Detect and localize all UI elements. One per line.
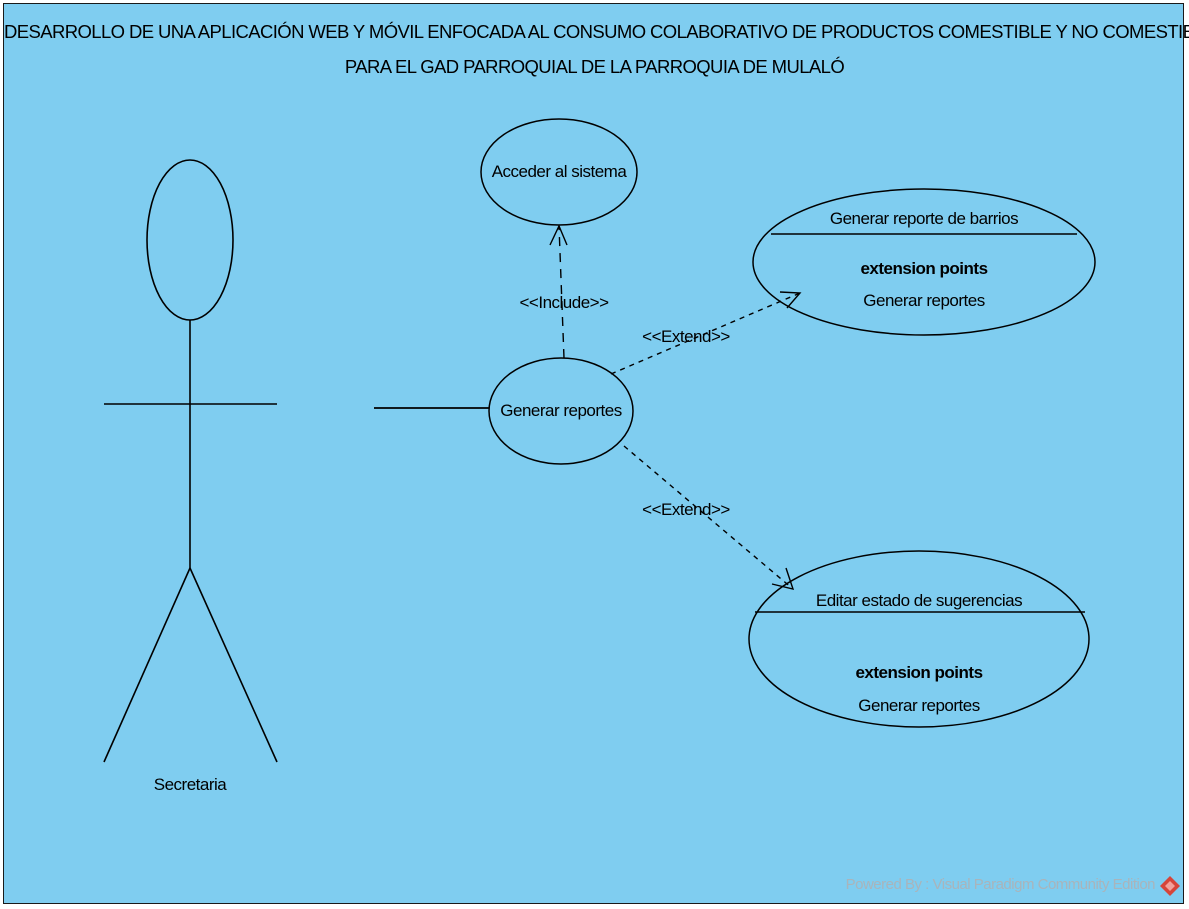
usecase-acceder-label: Acceder al sistema — [492, 162, 628, 181]
usecase-sugerencias-shape — [748, 550, 1090, 728]
include-relation[interactable] — [549, 224, 568, 359]
extend-relation-sugerencias[interactable] — [623, 445, 795, 590]
usecase-barrios-ext-point: Generar reportes — [863, 291, 984, 310]
actor-secretaria[interactable] — [103, 159, 278, 763]
powered-by-footer: Powered By : Visual Paradigm Community E… — [845, 876, 1156, 893]
usecase-editar-estado-sugerencias[interactable]: Editar estado de sugerencias extension p… — [748, 550, 1090, 728]
diagram-title-line-1: DESARROLLO DE UNA APLICACIÓN WEB Y MÓVIL… — [4, 21, 1189, 42]
include-label: <<Include>> — [519, 293, 609, 312]
usecase-generar-reportes[interactable]: Generar reportes — [488, 357, 634, 465]
actor-head — [146, 159, 234, 321]
diagram-canvas: DESARROLLO DE UNA APLICACIÓN WEB Y MÓVIL… — [3, 3, 1189, 904]
usecase-generar-reporte-barrios[interactable]: Generar reporte de barrios extension poi… — [752, 188, 1096, 336]
diagram-title-line-2: PARA EL GAD PARROQUIAL DE LA PARROQUIA D… — [344, 56, 845, 77]
usecase-barrios-label: Generar reporte de barrios — [830, 209, 1018, 228]
extend-sugerencias-arrowhead — [771, 567, 795, 590]
extend-barrios-arrowhead — [779, 291, 802, 309]
usecase-acceder-al-sistema[interactable]: Acceder al sistema — [480, 118, 638, 226]
include-arrowhead — [549, 224, 568, 246]
extend-sugerencias-dashed-line — [623, 445, 794, 590]
extend-label-bottom: <<Extend>> — [642, 500, 730, 519]
usecase-sugerencias-ext-heading: extension points — [855, 663, 982, 682]
usecase-generar-label: Generar reportes — [500, 401, 621, 420]
actor-left-leg — [103, 567, 191, 763]
usecase-sugerencias-ext-point: Generar reportes — [858, 696, 979, 715]
actor-name-label: Secretaria — [154, 775, 228, 794]
visual-paradigm-logo-icon — [1160, 876, 1180, 896]
extend-barrios-dashed-line — [610, 292, 801, 375]
extend-relation-barrios[interactable] — [610, 291, 802, 375]
include-dashed-line — [558, 225, 565, 359]
usecase-barrios-shape — [752, 188, 1096, 336]
actor-right-leg — [189, 567, 278, 763]
extend-label-top: <<Extend>> — [642, 327, 730, 346]
use-case-diagram: Secretaria Acceder al sistema Generar re… — [103, 118, 1096, 794]
usecase-generar-shape — [488, 357, 634, 465]
usecase-barrios-ext-heading: extension points — [860, 259, 987, 278]
usecase-sugerencias-label: Editar estado de sugerencias — [816, 591, 1022, 610]
